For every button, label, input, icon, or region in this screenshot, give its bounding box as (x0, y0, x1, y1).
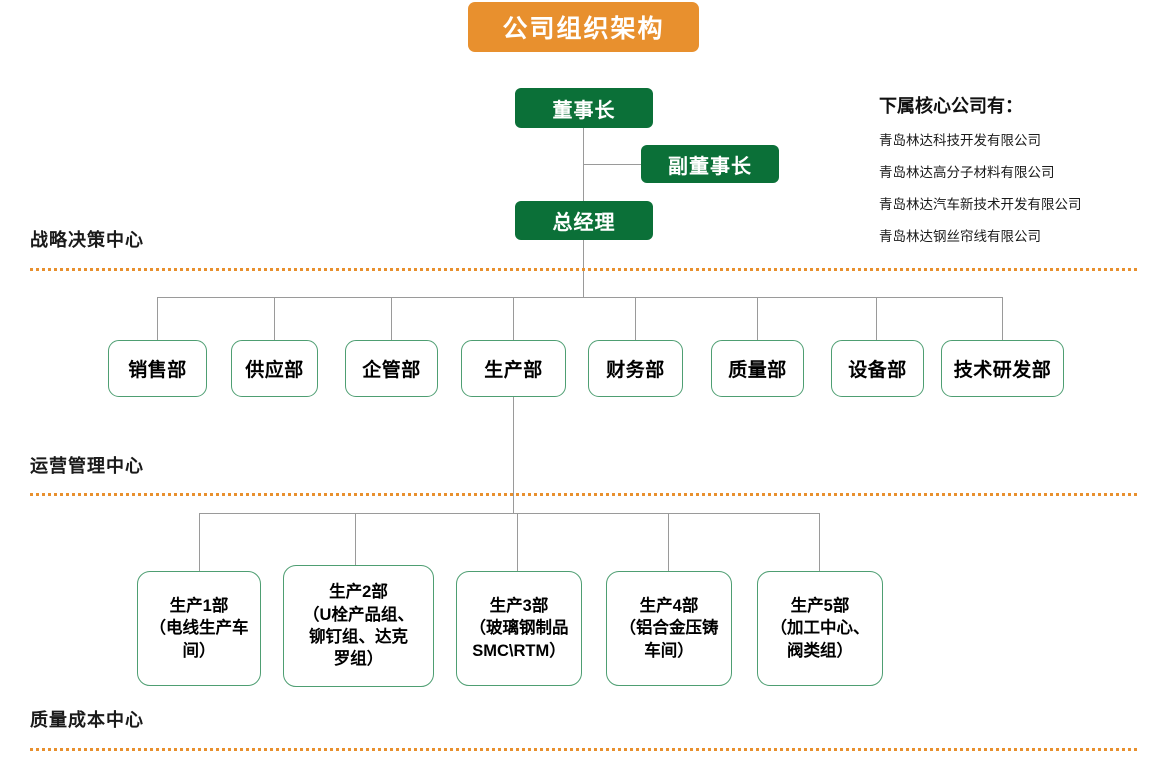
org-node-production-unit-1[interactable]: 生产1部 （电线生产车 间） (137, 571, 261, 686)
connector-department-drop-6 (757, 297, 758, 340)
connector-production-drop-4 (668, 513, 669, 571)
org-node-finance-dept[interactable]: 财务部 (588, 340, 683, 397)
org-node-supply-dept[interactable]: 供应部 (231, 340, 318, 397)
org-node-sales-dept[interactable]: 销售部 (108, 340, 207, 397)
org-node-quality-dept[interactable]: 质量部 (711, 340, 804, 397)
production-unit-5-label: 生产5部 （加工中心、 阀类组） (770, 597, 870, 660)
subsidiary-list-item: 青岛林达汽车新技术开发有限公司 (879, 197, 1082, 212)
org-node-rnd-dept[interactable]: 技术研发部 (941, 340, 1064, 397)
section-label-quality-cost: 质量成本中心 (30, 710, 144, 730)
production-unit-4-label: 生产4部 （铝合金压铸 车间） (619, 597, 719, 660)
page-title: 公司组织架构 (468, 2, 699, 52)
org-node-chairman[interactable]: 董事长 (515, 88, 653, 128)
org-node-equipment-dept[interactable]: 设备部 (831, 340, 924, 397)
section-label-operations: 运营管理中心 (30, 456, 144, 476)
connector-department-drop-7 (876, 297, 877, 340)
connector-production-dept-vertical (513, 397, 514, 514)
connector-department-bus (157, 297, 1003, 298)
org-node-vice-chairman[interactable]: 副董事长 (641, 145, 779, 183)
subsidiary-list-item: 青岛林达科技开发有限公司 (879, 133, 1041, 148)
connector-department-drop-8 (1002, 297, 1003, 340)
subsidiary-list: 下属核心公司有： 青岛林达科技开发有限公司 青岛林达高分子材料有限公司 青岛林达… (879, 92, 1149, 257)
connector-production-drop-5 (819, 513, 820, 571)
org-node-general-manager[interactable]: 总经理 (515, 201, 653, 240)
production-unit-3-label: 生产3部 （玻璃钢制品 SMC\RTM） (469, 597, 569, 660)
connector-production-bus (199, 513, 820, 514)
org-node-production-unit-2[interactable]: 生产2部 （U栓产品组、 铆钉组、达克 罗组） (283, 565, 434, 687)
subsidiary-list-item: 青岛林达高分子材料有限公司 (879, 165, 1055, 180)
connector-department-drop-5 (635, 297, 636, 340)
connector-vice-chairman-horizontal (583, 164, 641, 165)
subsidiary-list-heading: 下属核心公司有： (879, 96, 1023, 116)
section-divider-strategy (30, 268, 1137, 271)
connector-production-drop-3 (517, 513, 518, 571)
org-node-production-dept[interactable]: 生产部 (461, 340, 566, 397)
section-divider-operations (30, 493, 1137, 496)
org-node-production-unit-4[interactable]: 生产4部 （铝合金压铸 车间） (606, 571, 732, 686)
subsidiary-list-item: 青岛林达钢丝帘线有限公司 (879, 229, 1041, 244)
connector-production-drop-2 (355, 513, 356, 571)
connector-department-drop-2 (274, 297, 275, 340)
section-divider-quality-cost (30, 748, 1137, 751)
section-label-strategy: 战略决策中心 (30, 230, 144, 250)
connector-department-drop-3 (391, 297, 392, 340)
production-unit-2-label: 生产2部 （U栓产品组、 铆钉组、达克 罗组） (303, 583, 414, 669)
connector-production-drop-1 (199, 513, 200, 571)
connector-department-drop-4 (513, 297, 514, 340)
org-node-enterprise-mgmt-dept[interactable]: 企管部 (345, 340, 438, 397)
connector-department-drop-1 (157, 297, 158, 340)
org-node-production-unit-3[interactable]: 生产3部 （玻璃钢制品 SMC\RTM） (456, 571, 582, 686)
production-unit-1-label: 生产1部 （电线生产车 间） (149, 597, 249, 660)
org-node-production-unit-5[interactable]: 生产5部 （加工中心、 阀类组） (757, 571, 883, 686)
